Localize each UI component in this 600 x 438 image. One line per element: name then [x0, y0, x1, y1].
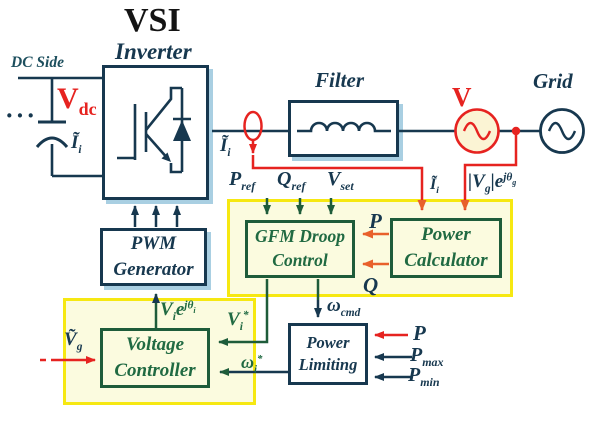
inverter-box	[102, 65, 209, 200]
vg-tilde-label: Ṽg	[64, 329, 83, 353]
pwm-generator-block: PWM Generator	[100, 228, 207, 286]
pmax-label: Pmax	[410, 344, 444, 369]
plim-line1: Power	[306, 332, 350, 352]
vg-phasor-label: |Vg|ejθg	[468, 171, 517, 195]
gfm-line1: GFM Droop	[255, 226, 345, 247]
q-mid-label: Q	[363, 273, 379, 297]
vi-phasor-label: Viejθi	[160, 299, 196, 323]
omega-i-star-label: ωi*	[241, 352, 263, 376]
inverter-current-label: Ĩi	[220, 135, 231, 159]
ac-source-v-sine	[462, 121, 492, 141]
voltage-tap-node	[511, 126, 521, 136]
omega-cmd-label: ωcmd	[327, 295, 361, 319]
vdc-label: Vdc	[57, 82, 97, 119]
filter-box	[288, 100, 399, 157]
idc-current-label: Ĩi	[71, 132, 82, 156]
vctl-line1: Voltage	[125, 334, 185, 356]
p-mid-label: P	[369, 209, 382, 233]
pcal-line1: Power	[421, 224, 471, 246]
vi-star-label: Vi*	[227, 309, 249, 333]
gfm-droop-control-block: GFM Droop Control	[245, 220, 355, 278]
pcal-line2: Calculator	[404, 250, 488, 271]
inverter-title: Inverter	[115, 39, 192, 64]
p-input-label: P	[413, 321, 426, 345]
power-calculator-block: Power Calculator	[390, 218, 502, 278]
filter-title: Filter	[315, 68, 365, 92]
qref-label: Qref	[277, 168, 306, 193]
vsi-title: VSI	[124, 2, 181, 39]
pwm-line1: PWM	[130, 233, 177, 255]
dc-side-label: DC Side	[11, 54, 64, 71]
gate-signal-arrows	[131, 205, 181, 227]
plim-line2: Limiting	[298, 355, 358, 374]
pref-label: Pref	[229, 168, 256, 193]
grid-source-sine	[547, 121, 577, 141]
ac-source-v-icon	[454, 108, 500, 154]
grid-title: Grid	[533, 69, 573, 93]
v-node-label: V	[452, 82, 472, 112]
pwm-line2: Generator	[113, 259, 194, 280]
vset-label: Vset	[327, 168, 354, 193]
current-sensor-icon	[243, 110, 263, 142]
pmin-label: Pmin	[408, 364, 440, 389]
voltage-controller-block: Voltage Controller	[100, 328, 210, 388]
power-limiting-block: Power Limiting	[288, 323, 368, 385]
vctl-line2: Controller	[114, 360, 196, 381]
grid-source-icon	[539, 108, 585, 154]
capacitor-icon	[35, 120, 69, 148]
dc-continuation-dots: ···	[5, 101, 38, 130]
gfm-line2: Control	[272, 250, 328, 270]
ii-measured-label: Ĩi	[430, 176, 439, 197]
